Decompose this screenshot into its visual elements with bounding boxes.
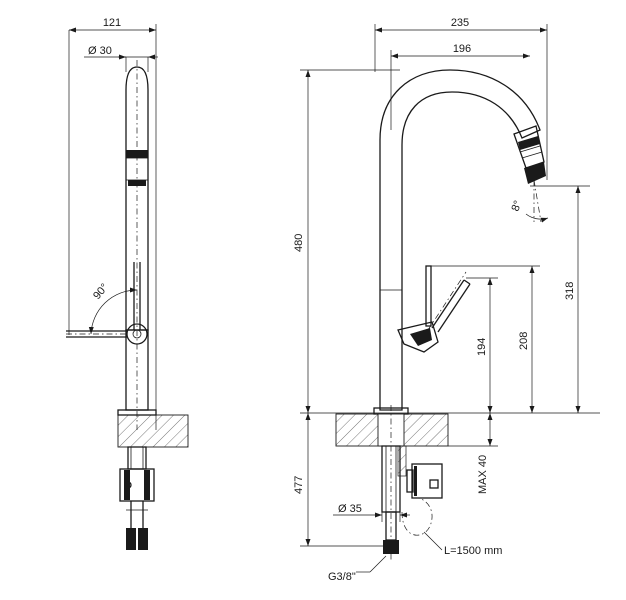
side-width-label: 121 (103, 17, 121, 29)
counter-thickness-label: MAX 40 (477, 455, 489, 494)
hose-loop (401, 497, 433, 536)
lever-handle (397, 265, 471, 353)
front-view: 235 196 480 8° 318 (293, 17, 600, 583)
front-height-label: 480 (293, 234, 305, 252)
lever-height-label: 208 (518, 332, 530, 350)
handle-height-label: 194 (476, 338, 488, 356)
front-spout-gooseneck (379, 69, 541, 411)
spray-head (513, 125, 546, 184)
spray-angle-label: 8° (510, 199, 525, 213)
side-angle-label: 90° (91, 281, 111, 301)
hose-weight (406, 463, 443, 499)
below-counter-label: 477 (293, 476, 305, 494)
front-width-label: 235 (451, 17, 469, 29)
connection-label: G3/8" (328, 571, 356, 583)
shank-diameter-label: Ø 35 (338, 503, 362, 515)
side-spout-body (125, 66, 149, 331)
side-diameter-label: Ø 30 (88, 45, 112, 57)
side-view: 121 Ø 30 90° (66, 17, 189, 550)
front-reach-label: 196 (453, 43, 471, 55)
spout-height-label: 318 (564, 282, 576, 300)
hose-length-label: L=1500 mm (444, 545, 502, 557)
